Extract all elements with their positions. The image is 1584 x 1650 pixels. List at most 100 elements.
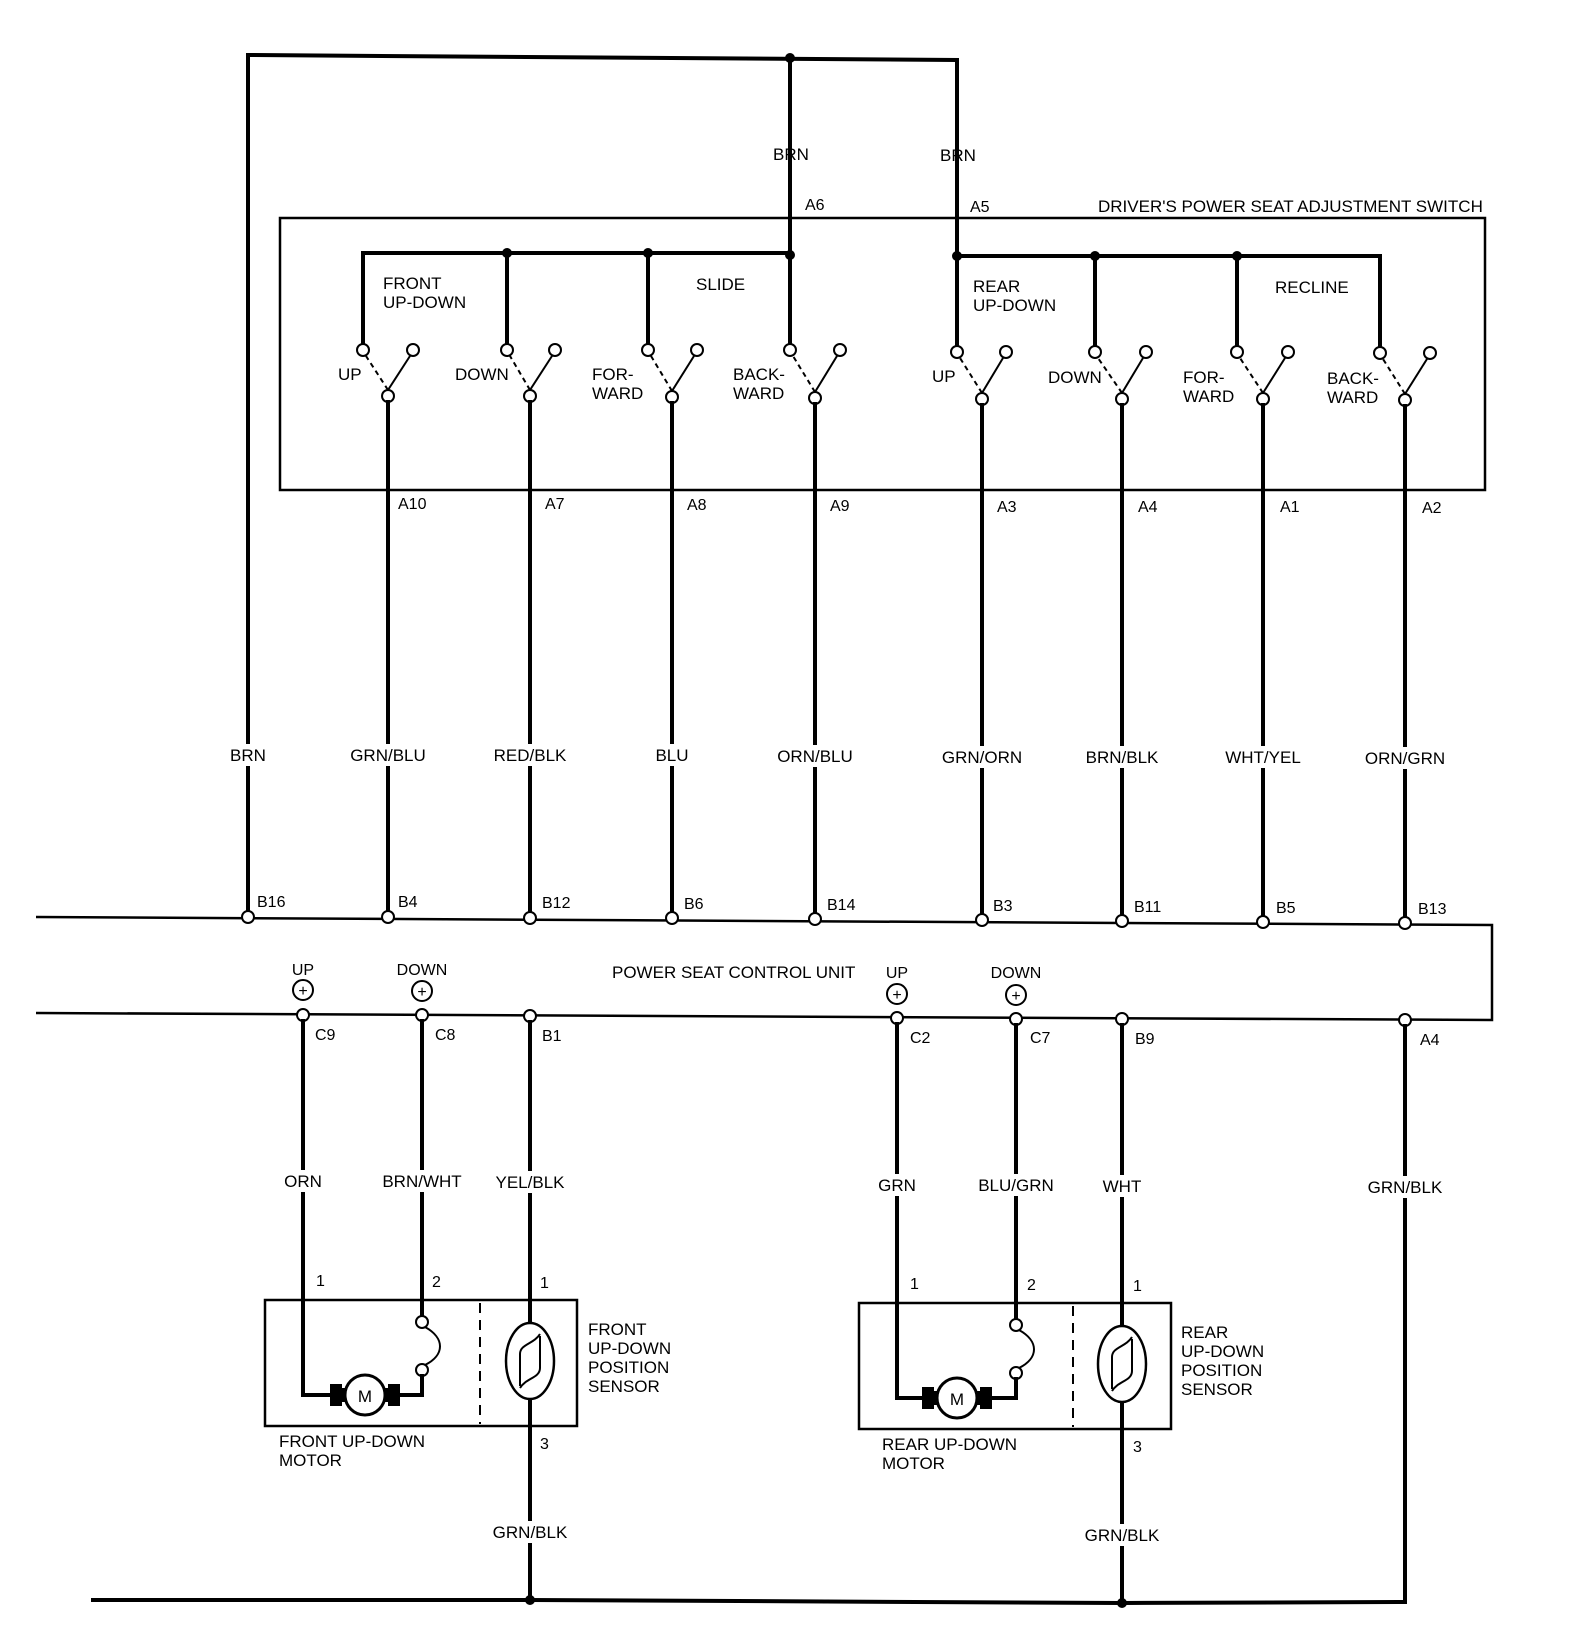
wire-label-1: GRN/BLU [350, 746, 426, 765]
control-unit-title: POWER SEAT CONTROL UNIT [612, 963, 855, 982]
control-unit-outline [35, 915, 1494, 1022]
front-down-plus: + [417, 984, 426, 1001]
rear-sensor-pin1: 1 [1133, 1278, 1142, 1295]
unit-bottom-pin-4: C2 [910, 1030, 931, 1047]
front-motor-assembly [263, 1298, 579, 1428]
group-label-rear-2: UP-DOWN [973, 296, 1056, 315]
wire-label-5: GRN/ORN [942, 748, 1022, 767]
unit-bottom-pin-5: C7 [1030, 1030, 1051, 1047]
front-motor-label-2: MOTOR [279, 1451, 342, 1470]
switch-pin-6: A4 [1138, 499, 1158, 516]
front-down-label: DOWN [397, 962, 448, 979]
lower-wire-5: BLU/GRN [978, 1176, 1054, 1195]
unit-bottom-pin-6: B9 [1135, 1031, 1155, 1048]
front-sensor-pin1: 1 [540, 1275, 549, 1292]
front-up-plus-icon [292, 979, 314, 1001]
rear-motor-label-1: REAR UP-DOWN [882, 1435, 1017, 1454]
rear-up-label: UP [886, 965, 908, 982]
pos-label-4a: BACK- [733, 365, 785, 384]
wire-label-6: BRN/BLK [1086, 748, 1159, 767]
front-sensor-pin3: 3 [540, 1436, 549, 1453]
rear-sensor-label-4: SENSOR [1181, 1380, 1253, 1399]
front-motor-pin2: 2 [432, 1274, 441, 1291]
pos-label-2: DOWN [455, 365, 509, 384]
front-motor-m: M [358, 1387, 372, 1406]
lower-wire-1: ORN [284, 1172, 322, 1191]
group-label-rear-1: REAR [973, 277, 1020, 296]
unit-bottom-terminals [296, 1008, 1412, 1027]
mid-wire-label-bg [346, 744, 1447, 769]
switch-box [278, 216, 1487, 492]
group-label-recline: RECLINE [1275, 278, 1349, 297]
lower-wire-7: GRN/BLK [1368, 1178, 1443, 1197]
switch-busbars [361, 248, 1382, 352]
unit-bottom-pin-7: A4 [1420, 1032, 1440, 1049]
group-label-front-2: UP-DOWN [383, 293, 466, 312]
wire-label-7: WHT/YEL [1225, 748, 1301, 767]
rear-ground-wire: GRN/BLK [1085, 1526, 1160, 1545]
switch-pin-5: A3 [997, 499, 1017, 516]
wire-label-8: ORN/GRN [1365, 749, 1445, 768]
unit-bottom-pin-2: C8 [435, 1027, 456, 1044]
switch-pin-4: A9 [830, 498, 850, 515]
feed-wire-left-label: BRN [773, 145, 809, 164]
unit-top-pin-6: B11 [1134, 899, 1161, 916]
pos-label-7b: WARD [1183, 387, 1234, 406]
wire-label-2: RED/BLK [494, 746, 567, 765]
pos-label-6: DOWN [1048, 368, 1102, 387]
pos-label-3a: FOR- [592, 365, 634, 384]
rear-motor-label-2: MOTOR [882, 1454, 945, 1473]
switch-pin-3: A8 [687, 497, 707, 514]
rear-sensor-pin3: 3 [1133, 1439, 1142, 1456]
unit-top-pin-2: B12 [542, 895, 571, 912]
rear-sensor-label-2: UP-DOWN [1181, 1342, 1264, 1361]
switch-title: DRIVER'S POWER SEAT ADJUSTMENT SWITCH [1098, 197, 1483, 216]
pos-label-7a: FOR- [1183, 368, 1225, 387]
switch-pin-1: A10 [398, 496, 427, 513]
front-up-label: UP [292, 962, 314, 979]
lower-wire-2: BRN/WHT [382, 1172, 461, 1191]
unit-top-pin-1: B4 [398, 894, 418, 911]
rear-motor-assembly [857, 1301, 1173, 1431]
front-sensor-label-1: FRONT [588, 1320, 647, 1339]
pos-label-8a: BACK- [1327, 369, 1379, 388]
group-label-front-1: FRONT [383, 274, 442, 293]
pos-label-1: UP [338, 365, 362, 384]
pos-label-4b: WARD [733, 384, 784, 403]
rear-motor-m: M [950, 1390, 964, 1409]
switch-pin-2: A7 [545, 496, 565, 513]
unit-pin-b16: B16 [257, 894, 286, 911]
rear-sensor-label-1: REAR [1181, 1323, 1228, 1342]
rear-motor-pin1: 1 [910, 1276, 919, 1293]
unit-top-pin-5: B3 [993, 898, 1013, 915]
lower-wire-6: WHT [1103, 1177, 1142, 1196]
brn-feed-loop [246, 52, 959, 919]
feed-pin-right: A5 [970, 199, 990, 216]
pos-label-5: UP [932, 367, 956, 386]
switch-output-wires [386, 400, 1407, 925]
wire-label-4: ORN/BLU [777, 747, 853, 766]
rear-down-label: DOWN [991, 965, 1042, 982]
rear-up-plus: + [892, 987, 901, 1004]
rear-sensor-label-3: POSITION [1181, 1361, 1262, 1380]
brn-main-wire-label: BRN [230, 746, 266, 765]
unit-top-pin-4: B14 [827, 897, 856, 914]
rear-down-plus: + [1011, 988, 1020, 1005]
front-motor-label-1: FRONT UP-DOWN [279, 1432, 425, 1451]
group-label-slide: SLIDE [696, 275, 745, 294]
unit-top-pin-8: B13 [1418, 901, 1447, 918]
switch-pin-8: A2 [1422, 500, 1442, 517]
rear-motor-pin2: 2 [1027, 1277, 1036, 1294]
unit-top-pin-3: B6 [684, 896, 704, 913]
lower-wire-4: GRN [878, 1176, 916, 1195]
front-ground-wire: GRN/BLK [493, 1523, 568, 1542]
switch-pin-7: A1 [1280, 499, 1300, 516]
wire-label-3: BLU [655, 746, 688, 765]
front-motor-pin1: 1 [316, 1273, 325, 1290]
unit-top-pin-7: B5 [1276, 900, 1296, 917]
lower-wire-3: YEL/BLK [496, 1173, 566, 1192]
rear-down-plus-icon [1005, 984, 1027, 1006]
feed-wire-right-label: BRN [940, 146, 976, 165]
switch-contacts [356, 343, 1437, 407]
